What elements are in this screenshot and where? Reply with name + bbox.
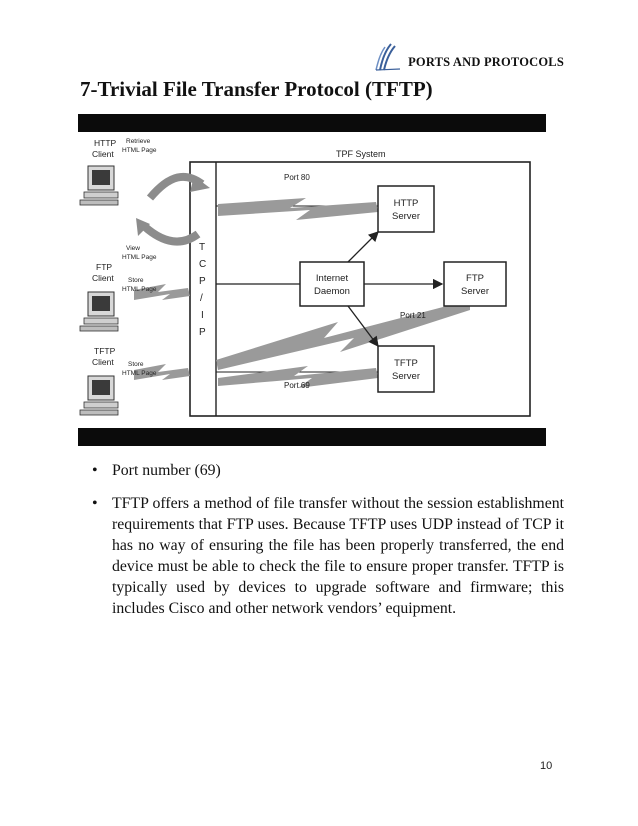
server-label: TFTP <box>394 358 418 369</box>
port-label: Port 21 <box>400 311 426 320</box>
daemon-label: Daemon <box>314 286 350 297</box>
ftp-client-bolt <box>134 284 190 300</box>
http-server-box <box>377 185 435 233</box>
figure-bottom-bar <box>78 428 546 446</box>
section-title: PORTS AND PROTOCOLS <box>408 55 564 69</box>
view-arrowhead <box>136 218 150 236</box>
port80-bolt <box>218 198 378 220</box>
server-label: Server <box>392 371 420 382</box>
client-action-label: HTML Page <box>122 370 157 377</box>
port-label: Port 69 <box>284 381 310 390</box>
tftp-client-bolt <box>134 364 190 380</box>
client-action-label: Store <box>128 361 144 368</box>
arrow-to-http <box>347 231 379 263</box>
view-label: View <box>126 245 140 252</box>
daemon-label: Internet <box>316 273 349 284</box>
page-number: 10 <box>540 760 553 772</box>
figure-top-bar <box>78 114 546 132</box>
stack-letter: / <box>200 293 203 304</box>
list-item: TFTP offers a method of file transfer wi… <box>92 493 564 619</box>
server-label: FTP <box>466 273 484 284</box>
bullet-list: Port number (69) TFTP offers a method of… <box>92 460 564 619</box>
client-action-label: HTML Page <box>122 147 157 154</box>
stack-letter: T <box>199 242 205 253</box>
server-label: Server <box>392 211 420 222</box>
client-label: FTP <box>96 262 112 272</box>
computer-icon <box>79 375 119 416</box>
client-action-label: HTML Page <box>122 286 157 293</box>
retrieve-arrowhead <box>190 176 210 192</box>
view-arc <box>141 222 201 246</box>
list-item: Port number (69) <box>92 460 564 481</box>
arrow-to-tftp <box>347 305 379 348</box>
page-header: PORTS AND PROTOCOLS <box>372 38 564 72</box>
tftp-figure: TPF System T C P / I P Internet Daemon H… <box>78 114 546 446</box>
computer-icon <box>79 165 119 206</box>
server-label: HTTP <box>394 198 419 209</box>
computer-icon <box>79 291 119 332</box>
client-label: TFTP <box>94 346 116 356</box>
system-label: TPF System <box>336 149 386 159</box>
client-action-label: Retrieve <box>126 138 151 145</box>
ftp-server-box <box>443 261 507 307</box>
port69-bolt <box>218 366 378 388</box>
client-action-label: Store <box>128 277 144 284</box>
port21-bolt <box>216 300 470 370</box>
server-label: Server <box>461 286 489 297</box>
tpf-system-diagram: TPF System T C P / I P Internet Daemon H… <box>79 138 531 417</box>
client-label: Client <box>92 357 114 367</box>
client-label: HTTP <box>94 138 117 148</box>
view-label: HTML Page <box>122 254 157 261</box>
internet-daemon-box <box>299 261 365 307</box>
client-label: Client <box>92 273 114 283</box>
book-logo-icon <box>375 43 401 71</box>
port-label: Port 80 <box>284 173 310 182</box>
page-title: 7-Trivial File Transfer Protocol (TFTP) <box>80 77 433 101</box>
stack-letter: C <box>199 259 206 270</box>
tftp-server-box <box>377 345 435 393</box>
stack-letter: P <box>199 276 206 287</box>
client-label: Client <box>92 149 114 159</box>
stack-letter: I <box>201 310 204 321</box>
stack-letter: P <box>199 327 206 338</box>
